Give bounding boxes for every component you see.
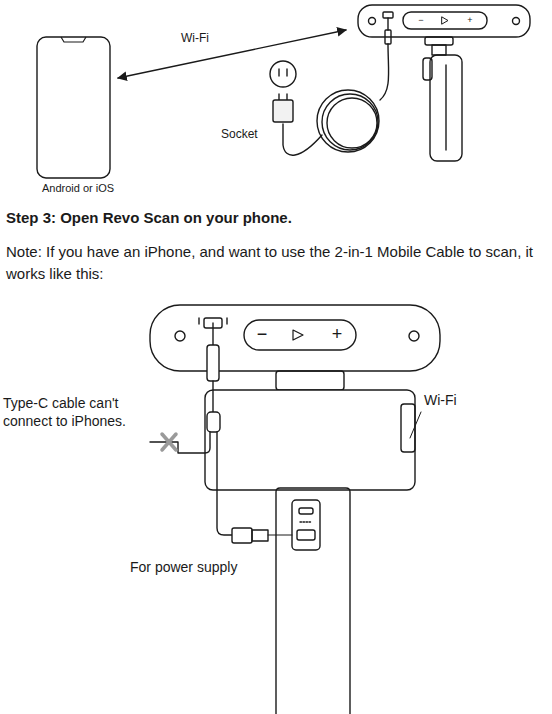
phone-device: Android or iOS: [28, 36, 128, 200]
button-symbol: −: [418, 15, 423, 27]
phone-body: [37, 37, 110, 178]
step-heading: Step 3: Open Revo Scan on your phone.: [6, 208, 292, 228]
button-symbol: +: [467, 15, 472, 27]
wifi-label: Wi-Fi: [181, 31, 209, 47]
callout-text: Type-C cable can't connect to iPhones.: [3, 394, 161, 430]
button-symbol: +: [332, 323, 343, 346]
socket-label: Socket: [221, 127, 258, 143]
iphone-mounted: [205, 390, 415, 490]
power-cable: [283, 18, 391, 155]
wifi-arrow: [118, 30, 346, 78]
note-text: Note: If you have an iPhone, and want to…: [6, 241, 548, 285]
leader-line: [410, 412, 421, 438]
wall-socket: [270, 61, 296, 122]
wifi-label: Wi-Fi: [424, 391, 457, 409]
scanner-large: [150, 305, 440, 390]
callout-text: For power supply: [130, 558, 237, 576]
tripod-handle: [276, 488, 350, 714]
phone-outline: [28, 36, 128, 200]
device-label: Android or iOS: [42, 181, 114, 195]
mobile-cable: [150, 323, 292, 543]
button-symbol: −: [257, 323, 268, 346]
scanner-small: [358, 5, 530, 161]
phone-notch: [61, 37, 86, 42]
blocked-mark: [162, 434, 176, 450]
